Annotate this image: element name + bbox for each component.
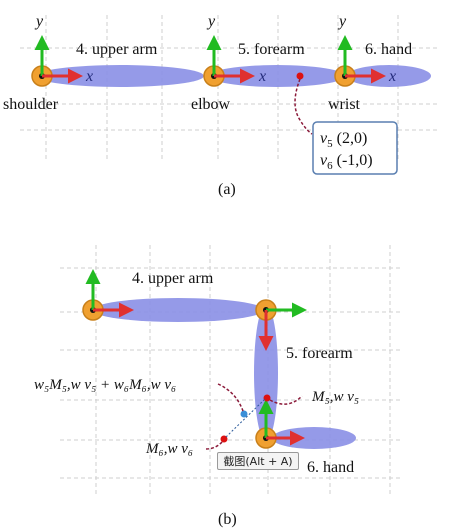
m6-transformed-point xyxy=(220,435,228,443)
shoulder-label: shoulder xyxy=(3,96,59,113)
callout-v6: v6 (-1,0) xyxy=(320,152,373,172)
shoulder-joint xyxy=(31,35,83,87)
m5-label: M₅,w v₅ xyxy=(311,389,359,405)
caption-b: (b) xyxy=(218,511,237,528)
hand-segment xyxy=(347,65,431,87)
leader-line xyxy=(269,395,303,405)
m6-label: M₆,w v₆ xyxy=(145,441,193,457)
elbow-label: elbow xyxy=(191,96,231,113)
axis-label-y: y xyxy=(34,13,44,30)
interpolation-line xyxy=(225,398,266,438)
vertex-callout: v5 (2,0) v6 (-1,0) xyxy=(312,121,398,175)
elbow-joint xyxy=(203,35,255,87)
upper-arm-label: 4. upper arm xyxy=(76,41,158,58)
panel-b: 4. upper arm 5. forearm 6. hand w₅M₅,w v… xyxy=(34,245,400,528)
axis-label-x: x xyxy=(258,68,266,85)
wrist-joint xyxy=(255,399,305,449)
callout-v5: v5 (2,0) xyxy=(320,130,367,150)
blend-sum-label: w₅M₅,w v₅ + w₆M₆,w v₆ xyxy=(34,377,176,393)
forearm-label: 5. forearm xyxy=(286,345,353,362)
upper-arm-label: 4. upper arm xyxy=(132,270,214,287)
leader-line xyxy=(205,440,224,450)
elbow-joint xyxy=(255,299,307,351)
forearm-label: 5. forearm xyxy=(238,41,305,58)
m5-transformed-point xyxy=(263,394,271,402)
axis-label-x: x xyxy=(85,68,93,85)
panel-a: y y y x x x 4. upper arm 5. forearm 6. h… xyxy=(3,13,440,198)
axis-label-x: x xyxy=(388,68,396,85)
leader-line xyxy=(217,383,244,412)
caption-a: (a) xyxy=(218,181,236,198)
blended-point xyxy=(240,410,248,418)
screenshot-tooltip: 截图(Alt + A) xyxy=(217,452,299,470)
wrist-label: wrist xyxy=(328,96,361,113)
grid-a xyxy=(20,15,440,160)
vertex-point xyxy=(296,72,304,80)
leader-line xyxy=(294,78,313,135)
wrist-joint xyxy=(334,35,386,87)
shoulder-joint xyxy=(82,269,134,321)
hand-label: 6. hand xyxy=(307,459,354,476)
upper-arm-segment xyxy=(92,298,264,322)
hand-label: 6. hand xyxy=(365,41,412,58)
axis-label-y: y xyxy=(337,13,347,30)
axis-label-y: y xyxy=(206,13,216,30)
